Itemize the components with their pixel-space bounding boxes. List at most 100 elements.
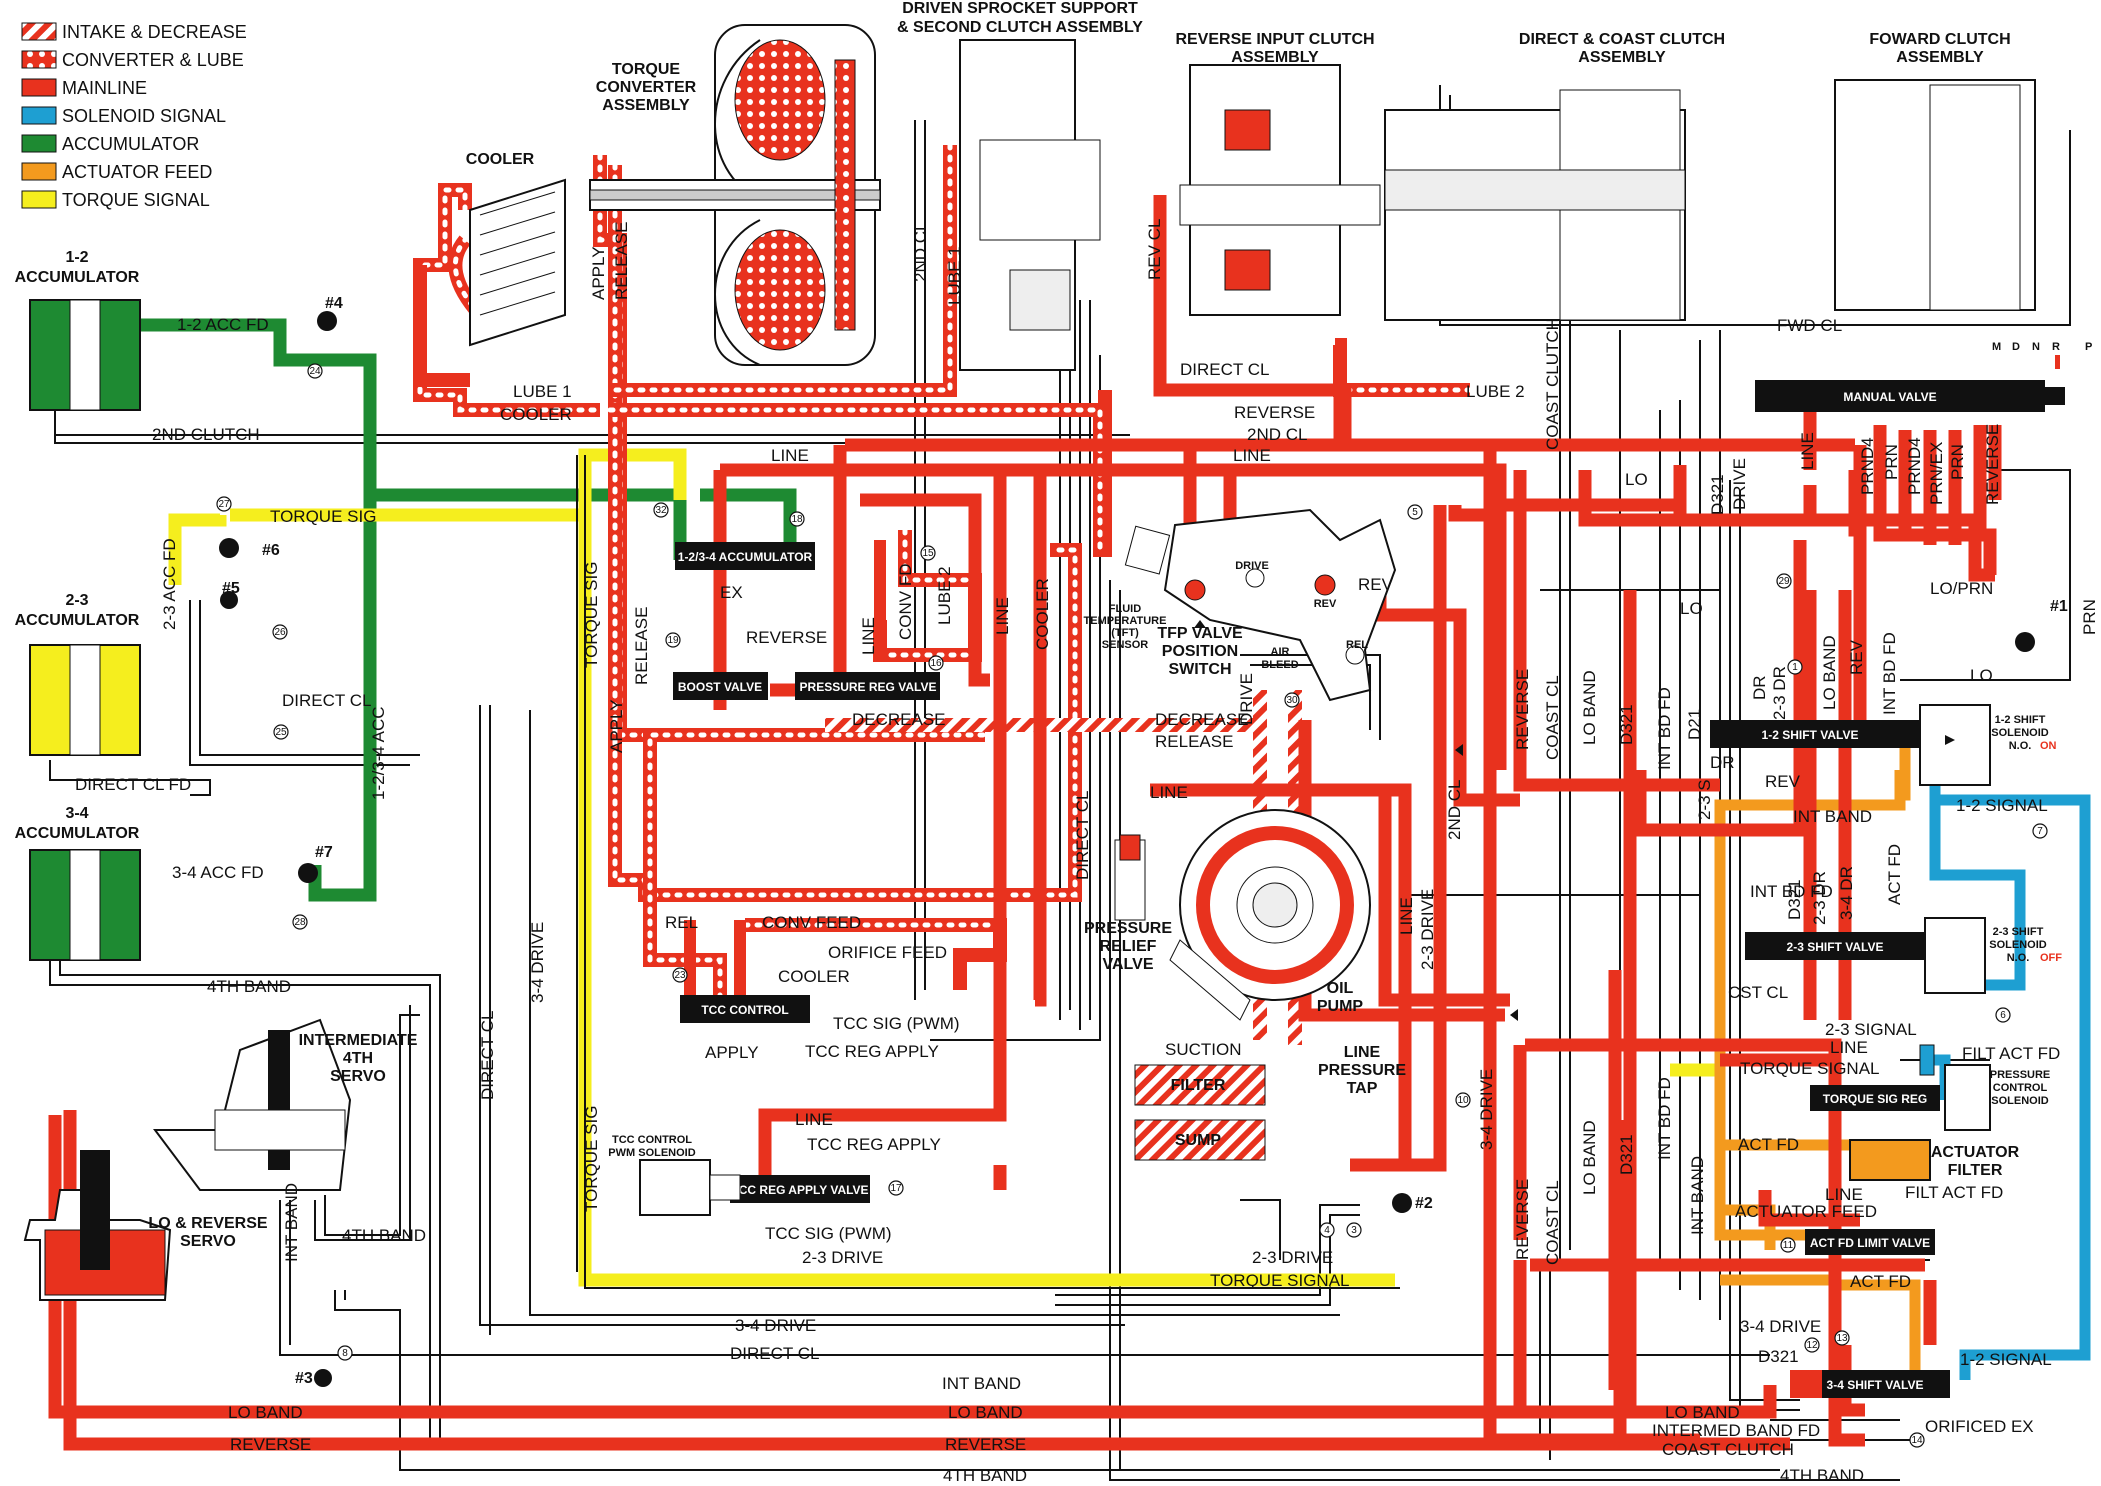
lbl-rev-cl-vert: REV CL [1145,219,1164,280]
orifice-4: 4 [1324,1225,1330,1236]
filter-box [1134,1064,1266,1106]
lbl-tcc-reg-apply: TCC REG APPLY [805,1042,939,1061]
lbl-release-h: RELEASE [1155,732,1233,751]
lbl-line-2: LINE [1233,446,1271,465]
orifice-19: 19 [667,635,679,646]
orifice-3: 3 [1351,1225,1357,1236]
tcc-reg-apply-label: TCC REG APPLY VALVE [731,1183,868,1197]
checkball-labels: #1 #2 #3 #4 #5 #6 #7 [222,295,2068,1387]
orifice-27: 27 [218,499,230,510]
torque-sig-reg-label: TORQUE SIG REG [1823,1092,1927,1106]
lbl-torque-sig: TORQUE SIG [270,507,376,526]
legend-swatch-intake [21,22,57,41]
direct-coast-clutch [1384,89,1686,321]
lbl-lo-prn: LO/PRN [1930,579,1993,598]
lbl-act-fd: ACT FD [1738,1135,1799,1154]
lbl-drive-34-vert-m: 3-4 DRIVE [1477,1069,1496,1150]
acc-12 [29,299,141,411]
boost-valve: BOOST VALVE [673,672,768,700]
lbl-coast-cl-vert-b: COAST CL [1543,1180,1562,1265]
lbl-4th-band-bottom-2: 4TH BAND [1780,1466,1864,1485]
lbl-tcc-sig-pwm-2: TCC SIG (PWM) [765,1224,892,1243]
lbl-prnd4: PRND4 [1858,437,1877,495]
gear-d: D [2012,341,2020,353]
lbl-cooler: COOLER [500,405,572,424]
lbl-rev-2: REV [1765,772,1801,791]
orifice-15: 15 [922,548,934,559]
gear-r: R [2052,341,2060,353]
torque-signal-outline [576,455,1400,1289]
lbl-drive-23-right: 2-3 DRIVE [1252,1248,1333,1267]
legend: INTAKE & DECREASE CONVERTER & LUBE MAINL… [21,22,247,210]
shift-23-valve: 2-3 SHIFT VALVE [1745,917,1986,994]
lbl-int-bd-fd-right: INT BD FD [1750,882,1833,901]
lbl-conv-fd-vert: CONV FD [896,564,915,641]
lbl-apply-vert: APPLY [589,246,608,300]
lbl-release-vert2: RELEASE [632,607,651,685]
lbl-line-vert-pump: LINE [1397,897,1416,935]
checkball-7: #7 [315,844,333,861]
lbl-drive-tfp-vert: DRIVE [1237,673,1256,725]
checkballs [219,311,2035,1387]
lbl-torque-signal-right: TORQUE SIGNAL [1740,1059,1880,1078]
oil-pump [1169,809,1371,1021]
lbl-cst-cl: CST CL [1728,983,1788,1002]
lbl-drive-23-vert: 2-3 DRIVE [1418,889,1437,970]
lbl-2nd-cl-vert: 2ND CL [911,222,930,282]
lbl-4th-band-bottom: 4TH BAND [943,1466,1027,1485]
lbl-reverse-vert-b: REVERSE [1513,1179,1532,1260]
sol-23-state: OFF [2040,952,2062,964]
orifice-5: 5 [1412,507,1418,518]
acc-1234-valve: 1-2/3-4 ACCUMULATOR [675,542,815,570]
orifice-14: 14 [1911,1435,1923,1446]
legend-swatch-actuator [21,162,57,181]
lbl-direct-cl-fd: DIRECT CL FD [75,775,191,794]
legend-swatch-torque [21,190,57,209]
act-fd-limit-label: ACT FD LIMIT VALVE [1810,1236,1930,1250]
orifice-7: 7 [2037,826,2043,837]
legend-swatch-solenoid [21,106,57,125]
orifice-29: 29 [1778,576,1790,587]
cooler [469,178,566,347]
tcc-control-valve: TCC CONTROL [680,995,810,1023]
orifice-17: 17 [890,1183,902,1194]
sump-box [1134,1119,1266,1161]
lbl-filter: FILTER [1171,1077,1226,1094]
checkball-6: #6 [262,542,280,559]
orifice-markers [216,363,2048,1448]
lbl-reverse-vert-r: REVERSE [1983,424,2002,505]
lbl-lo-band-vert: LO BAND [1580,670,1599,745]
lbl-int-bd-fd-vert-m: INT BD FD [1655,687,1674,770]
lbl-decrease: DECREASE [852,710,946,729]
lbl-int-band-bottom: INT BAND [942,1374,1021,1393]
lbl-torque-sig-vert2: TORQUE SIG [582,1106,601,1212]
lbl-rel: REL [665,913,698,932]
lbl-lo-band-vert-r: LO BAND [1820,635,1839,710]
lo-reverse-servo [23,1150,172,1301]
lbl-apply: APPLY [705,1043,759,1062]
lbl-int-band-vert-b: INT BAND [1688,1156,1707,1235]
lbl-lo-2: LO [1680,599,1703,618]
legend-swatch-converter [21,50,57,69]
lbl-apply-vert2: APPLY [607,699,626,753]
orifice-28: 28 [294,917,306,928]
forward-clutch [1834,79,2036,311]
lbl-prn-1: PRN [1882,444,1901,480]
lbl-reverse-1: REVERSE [230,1435,311,1454]
lbl-dr-23-vert-2: 2-3 DR [1810,871,1829,925]
torque-converter-assembly [589,24,881,366]
lbl-acc-34-fd: 3-4 ACC FD [172,863,264,882]
lbl-signal-12: 1-2 SIGNAL [1956,796,2048,815]
orifice-32: 32 [655,505,667,516]
orifice-10: 10 [1457,1095,1469,1106]
lbl-4th-band-left: 4TH BAND [207,977,291,996]
